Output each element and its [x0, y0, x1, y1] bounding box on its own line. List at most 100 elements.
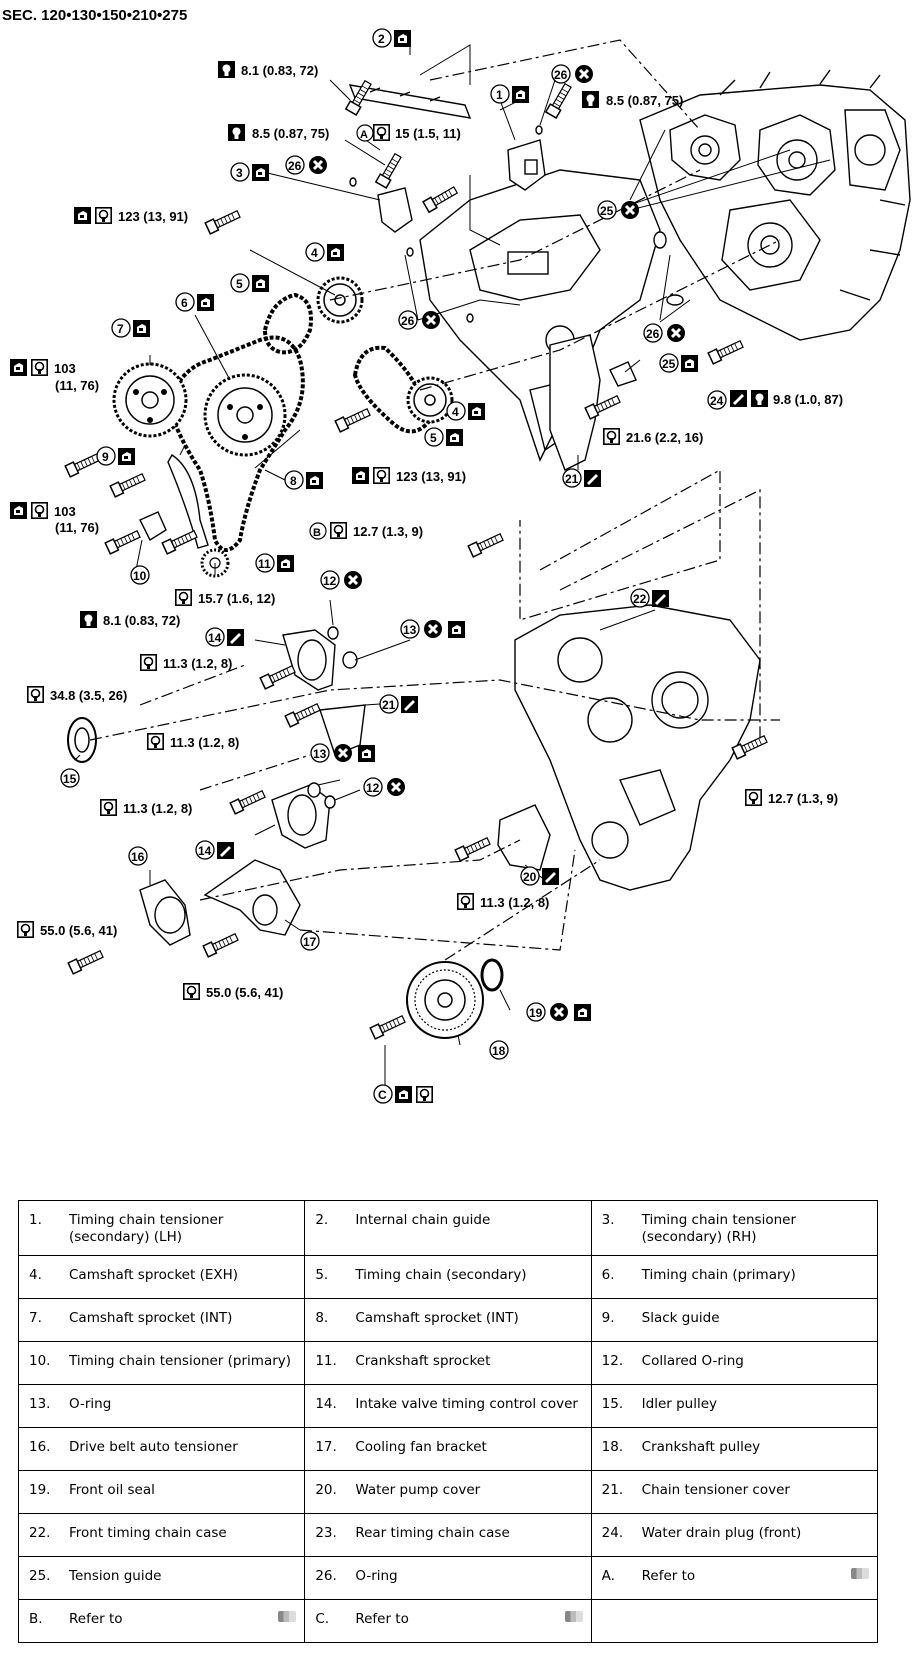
svg-text:26: 26: [288, 159, 302, 173]
legend-row: 1.Timing chain tensioner (secondary) (LH…: [17, 1200, 879, 1256]
bolt: [369, 1012, 407, 1040]
legend-row: 10.Timing chain tensioner (primary)11.Cr…: [17, 1341, 879, 1385]
legend-cell: 13.O-ring: [17, 1384, 306, 1428]
torque-label: 34.8 (3.5, 26): [50, 688, 127, 703]
svg-text:12: 12: [366, 781, 380, 795]
legend-cell: 14.Intake valve timing control cover: [304, 1384, 592, 1428]
legend-cell: 24.Water drain plug (front): [590, 1513, 879, 1557]
legend-text: Idler pulley: [641, 1396, 718, 1412]
legend-cell: 9.Slack guide: [590, 1298, 879, 1342]
legend-text: Front oil seal: [69, 1482, 155, 1498]
legend-cell: 2.Internal chain guide: [304, 1200, 592, 1256]
camshaft-sprocket-int-right: [203, 373, 287, 457]
legend-number: B.: [29, 1611, 43, 1627]
svg-text:18: 18: [492, 1044, 506, 1058]
pointing-hand-icon[interactable]: [278, 1611, 297, 1622]
legend-cell: 3.Timing chain tensioner (secondary) (RH…: [590, 1200, 879, 1256]
primary-chain: [167, 335, 305, 552]
svg-text:26: 26: [554, 68, 568, 82]
legend-text: Refer to: [641, 1568, 696, 1584]
svg-text:25: 25: [662, 357, 676, 371]
legend-text: Front timing chain case: [69, 1525, 227, 1541]
torque-label: 55.0 (5.6, 41): [206, 985, 283, 1000]
front-oil-seal: [480, 958, 504, 992]
legend-cell: 5.Timing chain (secondary): [304, 1255, 592, 1299]
pointing-hand-icon[interactable]: [564, 1611, 583, 1622]
water-pump-assembly: [549, 334, 601, 471]
svg-text:4: 4: [452, 405, 459, 419]
legend-number: 8.: [315, 1310, 329, 1326]
part-callouts: 1 2 3 4 4 5 5 6 7 8 9 10 11 12 12 13 13 …: [60, 28, 727, 1104]
parts-legend-table: 1.Timing chain tensioner (secondary) (LH…: [17, 1200, 879, 1643]
section-title: SEC. 120•130•150•210•275: [2, 7, 187, 24]
svg-text:6: 6: [181, 296, 188, 310]
legend-cell: A. Refer to: [590, 1556, 879, 1600]
torque-label: (11, 76): [55, 520, 99, 535]
torque-label: 8.1 (0.83, 72): [103, 613, 180, 628]
legend-row: 7.Camshaft sprocket (INT) 8. Camshaft spro…: [17, 1298, 879, 1342]
svg-text:10: 10: [133, 569, 147, 583]
legend-cell: 18.Crankshaft pulley: [590, 1427, 879, 1471]
legend-cell: 15. Idler pulley: [590, 1384, 879, 1428]
legend-cell: 1.Timing chain tensioner (secondary) (LH…: [17, 1200, 306, 1256]
bolt: [375, 151, 404, 189]
legend-cell: 7.Camshaft sprocket (INT): [17, 1298, 306, 1342]
legend-text: Water pump cover: [355, 1482, 481, 1498]
svg-text:4: 4: [311, 246, 318, 260]
legend-cell: 16.Drive belt auto tensioner: [17, 1427, 306, 1471]
legend-text: Collared O-ring: [641, 1353, 744, 1369]
svg-text:5: 5: [236, 277, 243, 291]
bolt: [204, 207, 242, 235]
torque-label: 12.7 (1.3, 9): [768, 791, 838, 806]
legend-text: Timing chain tensioner (primary): [69, 1353, 292, 1369]
bolt: [707, 337, 745, 365]
svg-text:12: 12: [323, 574, 337, 588]
callout-label: B: [313, 527, 321, 539]
legend-text: Camshaft sprocket (INT): [355, 1310, 519, 1326]
svg-text:19: 19: [529, 1006, 543, 1020]
bolt: [161, 527, 199, 555]
bolt: [104, 527, 142, 555]
pointing-hand-icon[interactable]: [851, 1568, 869, 1579]
legend-text: Timing chain tensioner (secondary) (RH): [641, 1212, 797, 1245]
legend-cell: 12.Collared O-ring: [590, 1341, 879, 1385]
water-pump-cover: [497, 804, 551, 871]
bolt: [64, 450, 102, 478]
svg-text:15: 15: [63, 772, 77, 786]
legend-text: Rear timing chain case: [355, 1525, 510, 1541]
legend-cell: 6.Timing chain (primary): [590, 1255, 879, 1299]
legend-text: O-ring: [69, 1396, 112, 1412]
legend-number: 18.: [601, 1439, 624, 1455]
svg-text:1: 1: [496, 88, 503, 102]
legend-number: 22.: [29, 1525, 51, 1541]
legend-text: Refer to: [355, 1611, 409, 1627]
legend-number: 7.: [29, 1310, 42, 1326]
tension-guide: [609, 361, 637, 387]
legend-number: 15.: [601, 1396, 624, 1412]
reference-lines: [89, 39, 781, 961]
svg-text:C: C: [378, 1088, 387, 1102]
legend-cell: 8. Camshaft sprocket (INT): [304, 1298, 592, 1342]
legend-number: A.: [601, 1568, 615, 1584]
legend-number: 2.: [315, 1212, 329, 1228]
cooling-fan-bracket: [203, 859, 301, 936]
torque-label: 15.7 (1.6, 12): [198, 591, 275, 606]
torque-label: 15 (1.5, 11): [395, 126, 461, 141]
legend-number: 5.: [315, 1267, 329, 1283]
torque-label: 12.7 (1.3, 9): [353, 524, 423, 539]
legend-number: 21.: [601, 1482, 624, 1498]
svg-text:26: 26: [646, 327, 660, 341]
torque-label: 8.5 (0.87, 75): [252, 126, 329, 141]
camshaft-sprocket-exh-lower: [406, 376, 454, 424]
torque-label: 55.0 (5.6, 41): [40, 923, 117, 938]
legend-text: Timing chain tensioner (secondary) (LH): [69, 1212, 224, 1245]
legend-number: 26.: [315, 1568, 337, 1584]
legend-number: 19.: [29, 1482, 51, 1498]
svg-text:25: 25: [600, 204, 614, 218]
legend-text: Cooling fan bracket: [355, 1439, 487, 1455]
bolt: [259, 662, 297, 690]
torque-label: 103: [54, 361, 76, 376]
bolt: [334, 405, 372, 433]
svg-text:11: 11: [258, 557, 271, 571]
